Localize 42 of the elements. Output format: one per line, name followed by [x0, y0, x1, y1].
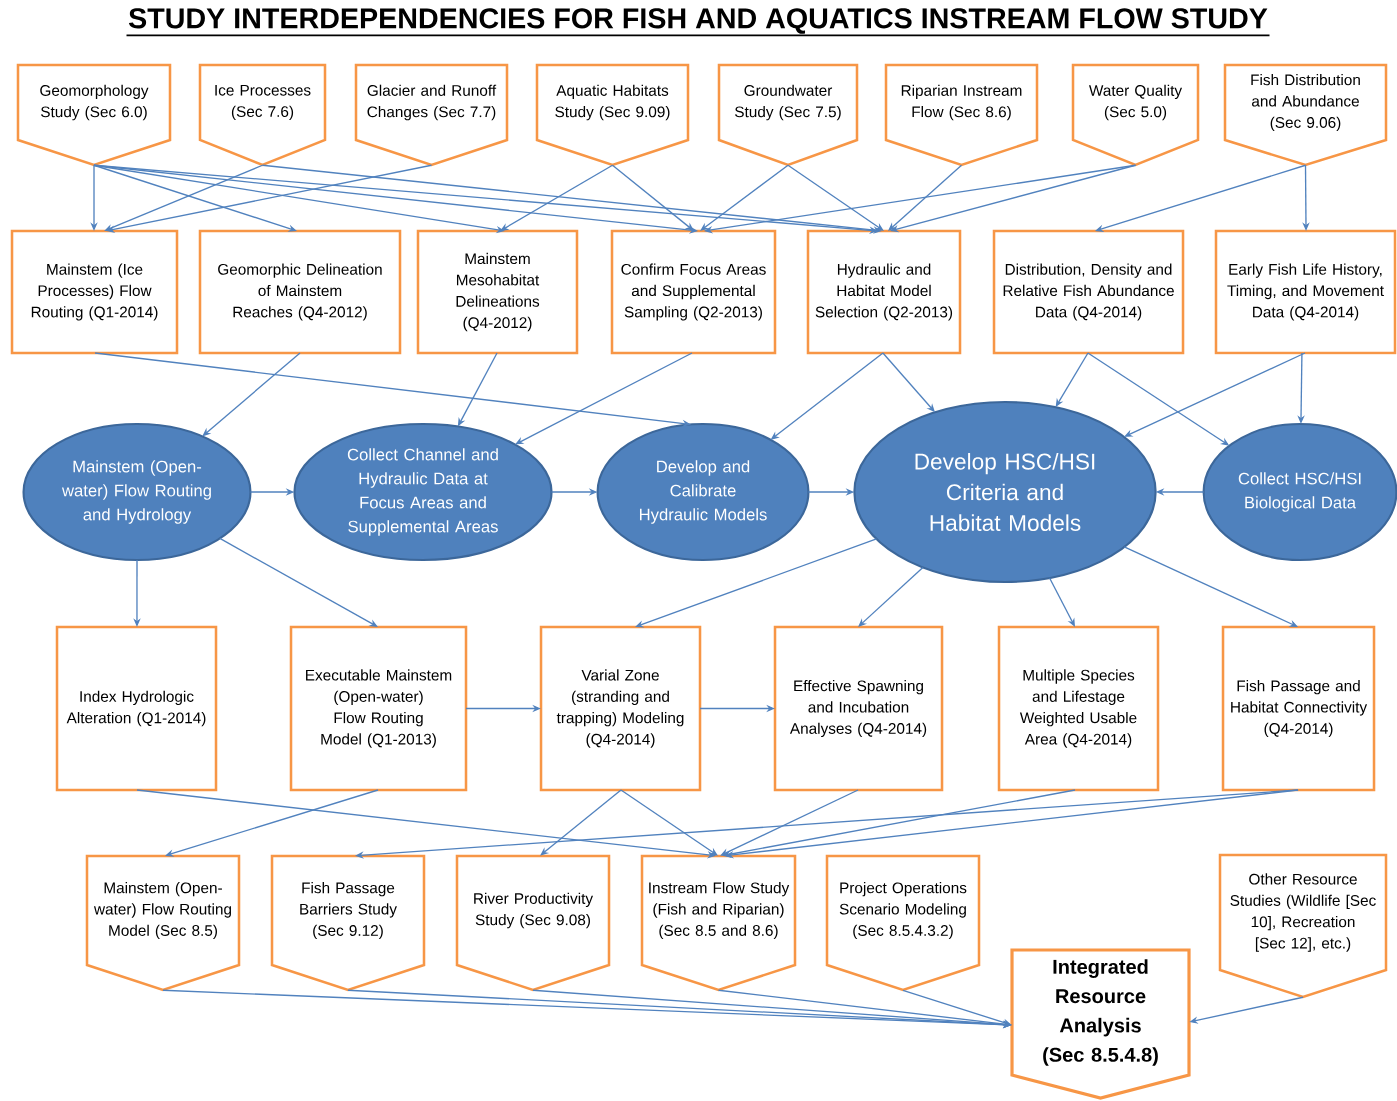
arrow [787, 164, 884, 231]
pentagon-box: Fish Passage Barriers Study (Sec 9.12) [270, 854, 426, 992]
pentagon-box: Glacier and Runoff Changes (Sec 7.7) [354, 63, 509, 167]
arrow [93, 164, 297, 232]
process-box: Executable Mainstem (Open-water) Flow Routing Model (Q1-2013) [289, 625, 468, 792]
process-box: Mainstem (Ice Processes) Flow Routing (Q1-2014) [10, 229, 179, 355]
arrow [858, 566, 924, 627]
process-box: Early Fish Life History, Timing, and Movement Data (Q4-2014) [1214, 229, 1397, 355]
process-box: Index Hydrologic Alteration (Q1-2014) [55, 625, 218, 792]
arrow [165, 789, 379, 857]
arrow [1124, 352, 1306, 437]
process-box: Confirm Focus Areas and Supplemental Sampling (Q2-2013) [610, 229, 777, 355]
pentagon-box: Integrated Resource Analysis (Sec 8.5.4.8) [1010, 948, 1191, 1100]
pentagon-box: Aquatic Habitats Study (Sec 9.09) [535, 63, 690, 167]
process-box: Fish Passage and Habitat Connectivity (Q4-2014) [1221, 625, 1376, 792]
pentagon-box: Geomorphology Study (Sec 6.0) [16, 63, 172, 167]
process-box: Hydraulic and Habitat Model Selection (Q2-2013) [806, 229, 962, 355]
pentagon-box: Instream Flow Study (Fish and Riparian) (Sec 8.5 and 8.6) [640, 854, 797, 992]
arrow [1048, 577, 1075, 627]
pentagon-box: Other Resource Studies (Wildlife [Sec 10], Recreation [Sec 12], etc.) [1218, 853, 1388, 999]
process-box: Varial Zone (stranding and trapping) Modeling (Q4-2014) [539, 625, 702, 792]
pentagon-box: Riparian Instream Flow (Sec 8.6) [884, 63, 1039, 167]
pentagon-box: Project Operations Scenario Modeling (Sec 8.5.4.3.2) [825, 854, 981, 992]
process-box: Geomorphic Delineation of Mainstem Reaches (Q4-2012) [198, 229, 402, 355]
process-box: Effective Spawning and Incubation Analyses (Q4-2014) [773, 625, 944, 792]
arrow [500, 164, 614, 231]
process-box: Mainstem Mesohabitat Delineations (Q4-2012) [416, 229, 579, 355]
title: STUDY INTERDEPENDENCIES FOR FISH AND AQUATICS INSTREAM FLOW STUDY [125, 8, 1271, 37]
pentagon-box: Fish Distribution and Abundance (Sec 9.06) [1223, 63, 1388, 167]
arrow [700, 164, 789, 231]
pentagon-box: Water Quality (Sec 5.0) [1071, 63, 1200, 167]
arrow [219, 537, 378, 627]
pentagon-box: Groundwater Study (Sec 7.5) [717, 63, 859, 167]
process-box: Distribution, Density and Relative Fish Abundance Data (Q4-2014) [992, 229, 1185, 355]
pentagon-box: Mainstem (Open-water) Flow Routing Model (Sec 8.5) [85, 854, 241, 992]
pentagon-box: Ice Processes (Sec 7.6) [198, 63, 327, 167]
arrow [635, 538, 878, 628]
arrow [611, 164, 694, 231]
arrow [720, 789, 859, 856]
arrow [540, 789, 622, 856]
pentagon-box: River Productivity Study (Sec 9.08) [455, 854, 611, 992]
process-box: Multiple Species and Lifestage Weighted Usable Area (Q4-2014) [997, 625, 1160, 792]
